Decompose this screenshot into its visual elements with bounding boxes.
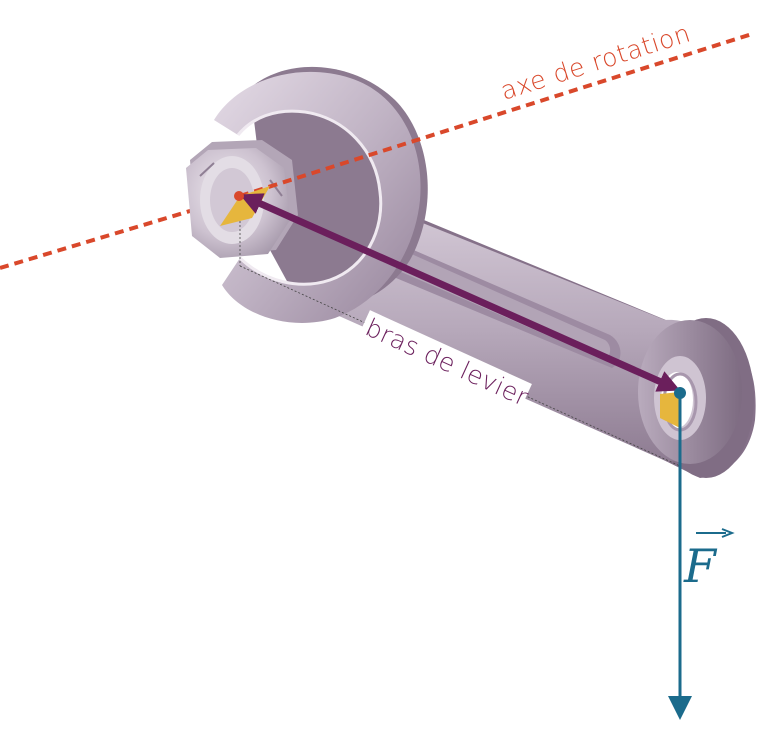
force-label: F bbox=[683, 539, 718, 593]
lever-arm-arrow bbox=[239, 193, 681, 392]
right-angle-marker-force bbox=[660, 392, 680, 428]
force-vector-arrowhead bbox=[668, 696, 692, 720]
rotation-axis-label: axe de rotation bbox=[497, 18, 694, 105]
rotation-axis-line-back bbox=[0, 194, 241, 270]
force-vector-symbol bbox=[696, 528, 735, 538]
lever-arm-label-backdrop bbox=[355, 310, 532, 415]
nut-icon bbox=[186, 140, 298, 258]
rotation-axis-point bbox=[234, 191, 244, 201]
